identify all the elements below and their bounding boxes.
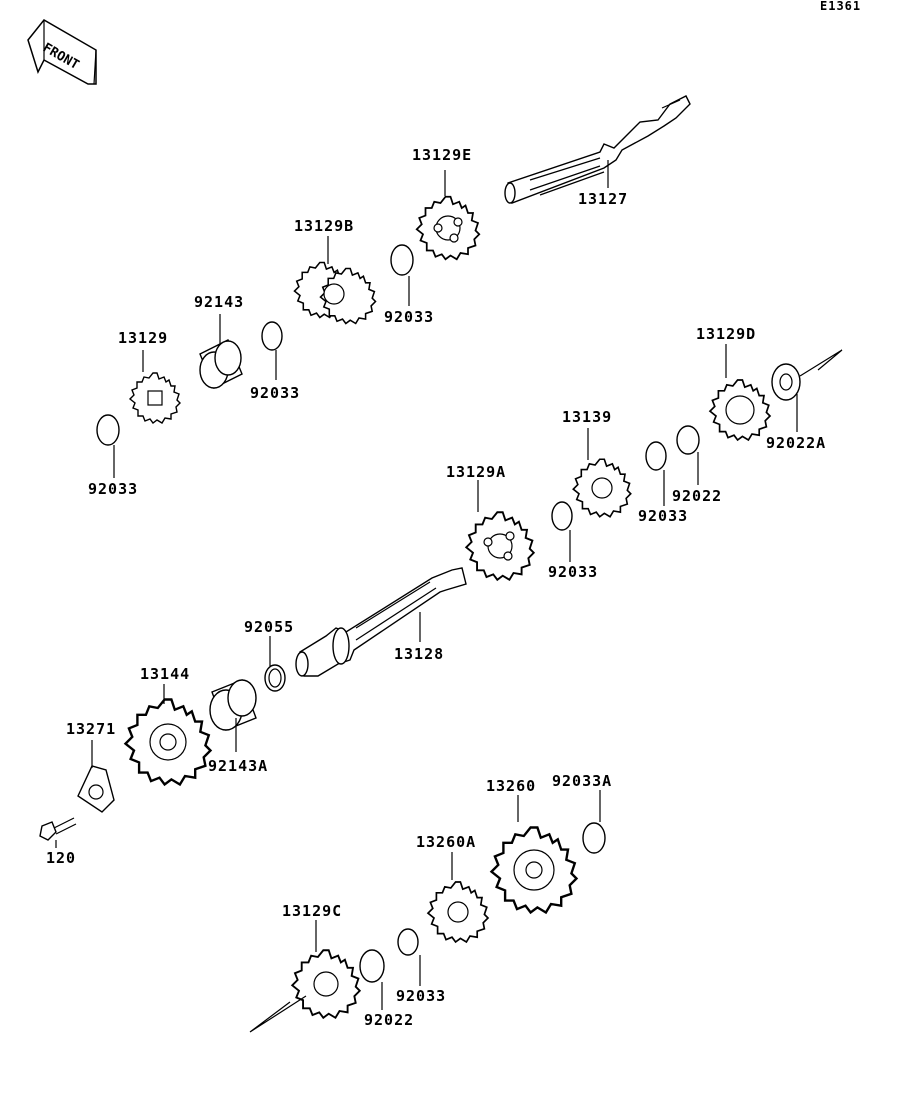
part-label-92033: 92033 [384, 308, 434, 326]
gear-13260-icon [490, 826, 578, 914]
gear-13129B-icon [293, 261, 377, 325]
part-label-92143A: 92143A [208, 757, 268, 775]
sprocket-13144-icon [124, 698, 212, 786]
part-label-92022: 92022 [672, 487, 722, 505]
diagram-code: E1361 [820, 0, 861, 13]
washer-92022-b-icon [359, 949, 385, 983]
part-label-92022: 92022 [364, 1011, 414, 1029]
gear-13129D-icon [709, 379, 771, 441]
part-label-13129B: 13129B [294, 217, 354, 235]
part-label-13139: 13139 [562, 408, 612, 426]
part-label-13260A: 13260A [416, 833, 476, 851]
part-label-92022A: 92022A [766, 434, 826, 452]
washer-92022A-icon [771, 363, 801, 401]
shaft-13128-icon [295, 567, 467, 677]
part-label-92055: 92055 [244, 618, 294, 636]
part-label-92143: 92143 [194, 293, 244, 311]
part-label-92033: 92033 [250, 384, 300, 402]
snap-ring-92033-a-icon [390, 244, 414, 276]
gear-13139-icon [572, 458, 632, 518]
part-label-13260: 13260 [486, 777, 536, 795]
shaft-13127-icon [504, 95, 691, 204]
part-label-13129A: 13129A [446, 463, 506, 481]
part-label-13129D: 13129D [696, 325, 756, 343]
gear-13129C-icon [291, 949, 361, 1019]
part-label-92033: 92033 [548, 563, 598, 581]
plate-13271-icon [77, 765, 115, 813]
part-label-13129: 13129 [118, 329, 168, 347]
part-label-13129E: 13129E [412, 146, 472, 164]
front-arrow-icon [27, 19, 97, 85]
part-label-13128: 13128 [394, 645, 444, 663]
snap-ring-92033-d-icon [645, 441, 667, 471]
part-label-92033: 92033 [396, 987, 446, 1005]
sleeve-92143-icon [199, 339, 243, 389]
part-label-92033: 92033 [88, 480, 138, 498]
part-label-92033: 92033 [638, 507, 688, 525]
snap-ring-92033-b-icon [261, 321, 283, 351]
part-label-13127: 13127 [578, 190, 628, 208]
gear-13129-icon [129, 372, 181, 424]
part-label-13144: 13144 [140, 665, 190, 683]
direction-arrow-icon [249, 995, 307, 1033]
part-label-13271: 13271 [66, 720, 116, 738]
snap-ring-92033-c-icon [96, 414, 120, 446]
washer-92022-a-icon [676, 425, 700, 455]
gear-13129E-icon [415, 195, 481, 261]
part-label-120: 120 [46, 849, 76, 867]
bolt-120-icon [39, 817, 77, 841]
snap-ring-92033A-icon [582, 822, 606, 854]
part-label-92033A: 92033A [552, 772, 612, 790]
snap-ring-92033-e-icon [551, 501, 573, 531]
direction-arrow-icon [799, 349, 843, 377]
part-label-13129C: 13129C [282, 902, 342, 920]
snap-ring-92033-f-icon [397, 928, 419, 956]
sleeve-92143A-icon [209, 679, 257, 731]
gear-13129A-icon [465, 511, 535, 581]
gear-13260A-icon [427, 881, 489, 943]
